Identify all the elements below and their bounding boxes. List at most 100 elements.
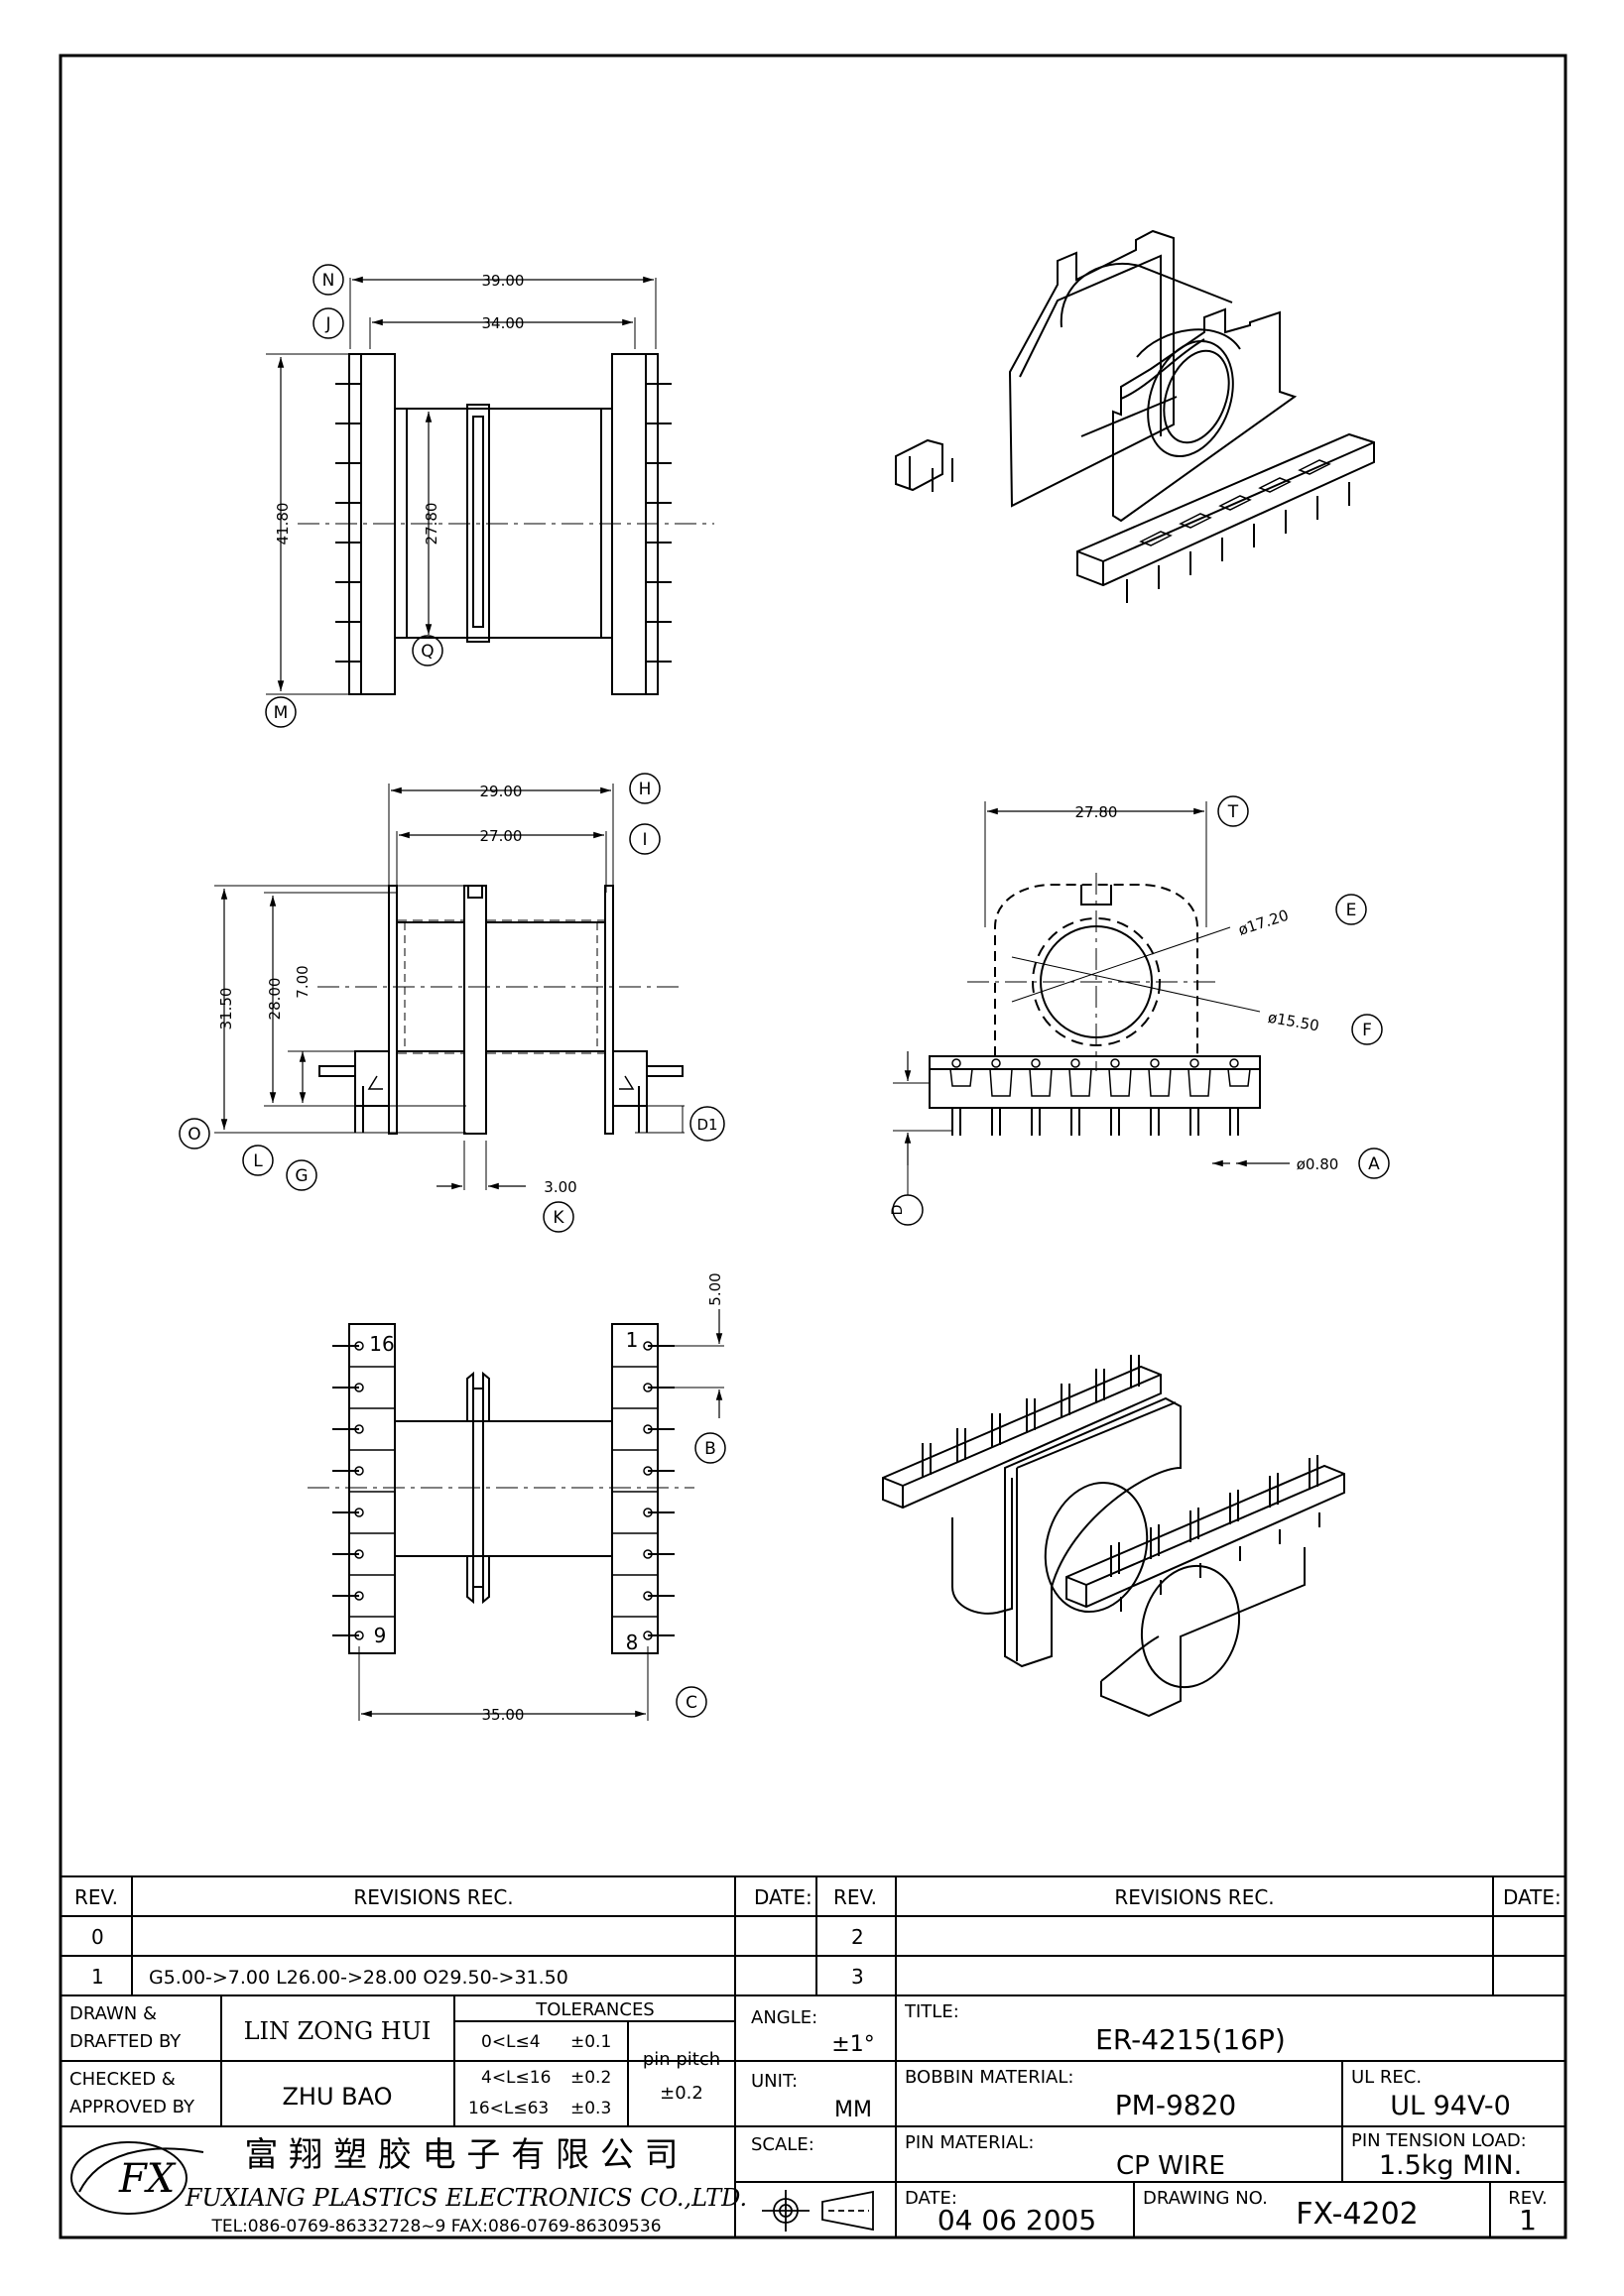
date-value: 04 06 2005 [937, 2204, 1096, 2236]
callouts-side-view: H I O L G K D1 [179, 773, 725, 1233]
rev-header-left: REV. [74, 1885, 118, 1909]
bottom-view-labels: 16 1 9 8 5.00 35.00 [369, 1272, 724, 1724]
pin-pitch-value: ±0.2 [660, 2083, 703, 2104]
company-contact: TEL:086-0769-86332728~9 FAX:086-0769-863… [210, 2217, 661, 2236]
callout-o: O [187, 1125, 200, 1145]
drawn-label-1: DRAWN & [69, 2003, 157, 2024]
dim-28: 28.00 [266, 978, 284, 1021]
top-view [266, 276, 714, 695]
company-name-cn: 富 翔 塑 胶 电 子 有 限 公 司 [244, 2135, 678, 2175]
bobbin-material-value: PM-9820 [1115, 2089, 1236, 2121]
callout-d: D [890, 1205, 906, 1216]
pin-tension-value: 1.5kg MIN. [1379, 2150, 1522, 2181]
callouts-top-view: N J M Q [265, 264, 443, 728]
pin-1-label: 1 [626, 1328, 639, 1352]
unit-value: MM [834, 2098, 872, 2122]
angle-label: ANGLE: [751, 2007, 817, 2028]
tolerances-label: TOLERANCES [535, 1999, 655, 2020]
tol-value-3: ±0.3 [570, 2099, 611, 2118]
callout-k: K [553, 1208, 564, 1228]
front-view [893, 801, 1290, 1195]
dim-35: 35.00 [482, 1706, 525, 1724]
isometric-view-top [895, 229, 1375, 603]
callouts-front-view: T E F A D [890, 795, 1390, 1226]
pin-pitch-label: pin pitch [643, 2049, 720, 2070]
pin-16-label: 16 [369, 1332, 394, 1356]
dim-27-80: 27.80 [423, 503, 440, 545]
bottom-view [308, 1309, 724, 1721]
top-view-labels: 39.00 34.00 41.80 27.80 [274, 272, 524, 544]
scale-label: SCALE: [751, 2134, 814, 2155]
drawing-no-label: DRAWING NO. [1143, 2188, 1268, 2209]
unit-label: UNIT: [751, 2071, 798, 2092]
callout-t: T [1227, 802, 1239, 822]
rev-row-2: 2 [851, 1925, 864, 1949]
ul-rec-value: UL 94V-0 [1390, 2091, 1511, 2121]
tol-value-1: ±0.1 [570, 2032, 611, 2052]
dim-39: 39.00 [482, 272, 525, 290]
revisions-header-left: REVISIONS REC. [353, 1885, 513, 1909]
dim-27: 27.00 [480, 827, 523, 845]
dim-d0-80: ø0.80 [1297, 1155, 1339, 1173]
callout-g: G [295, 1166, 308, 1186]
dim-d15-50: ø15.50 [1267, 1009, 1320, 1035]
side-view-labels: 29.00 27.00 31.50 28.00 7.00 3.00 [217, 783, 577, 1196]
dim-41-80: 41.80 [274, 503, 292, 545]
callout-a: A [1368, 1154, 1380, 1174]
title-value: ER-4215(16P) [1095, 2023, 1286, 2056]
ul-rec-label: UL REC. [1351, 2067, 1422, 2088]
tol-range-1: 0<L≤4 [481, 2032, 541, 2052]
projection-symbol [762, 2190, 874, 2232]
pin-8-label: 8 [626, 1631, 639, 1654]
callout-b: B [704, 1439, 716, 1459]
pin-material-label: PIN MATERIAL: [905, 2132, 1034, 2153]
company-logo: FX [70, 2141, 204, 2215]
callout-d1: D1 [696, 1116, 717, 1134]
callout-i: I [642, 830, 647, 850]
callout-n: N [322, 271, 335, 291]
callout-m: M [274, 703, 289, 723]
tol-range-2: 4<L≤16 [481, 2068, 551, 2088]
rev-row-0: 0 [91, 1925, 104, 1949]
callout-h: H [639, 780, 652, 799]
title-block-grid [61, 1875, 1565, 2237]
callouts-bottom-view: B C [676, 1432, 726, 1718]
side-view [214, 784, 685, 1190]
callout-c: C [686, 1693, 697, 1713]
rev-label: REV. [1508, 2188, 1548, 2209]
pin-material-value: CP WIRE [1116, 2151, 1225, 2181]
pin-tension-label: PIN TENSION LOAD: [1351, 2130, 1527, 2151]
company-name-en: FUXIANG PLASTICS ELECTRONICS CO.,LTD. [185, 2184, 747, 2212]
rev-row-1-text: G5.00->7.00 L26.00->28.00 O29.50->31.50 [149, 1967, 568, 1989]
dim-34: 34.00 [482, 314, 525, 332]
title-label: TITLE: [904, 2001, 959, 2022]
drawing-no-value: FX-4202 [1296, 2197, 1419, 2232]
dim-3: 3.00 [544, 1178, 576, 1196]
tol-range-3: 16<L≤63 [468, 2099, 549, 2118]
dim-7: 7.00 [294, 965, 312, 998]
date-header-right: DATE: [1503, 1885, 1562, 1909]
sheet-border [59, 54, 1567, 2239]
drawn-by-value: LIN ZONG HUI [244, 2017, 432, 2045]
callout-q: Q [421, 642, 434, 662]
rev-header-right: REV. [833, 1885, 877, 1909]
checked-label-2: APPROVED BY [69, 2097, 195, 2117]
angle-value: ±1° [831, 2032, 874, 2057]
callout-e: E [1346, 901, 1357, 920]
rev-value: 1 [1519, 2204, 1537, 2236]
date-header-left: DATE: [754, 1885, 812, 1909]
date-label: DATE: [905, 2188, 957, 2209]
title-block-text: REV. REVISIONS REC. DATE: REV. REVISIONS… [69, 1885, 1562, 2236]
dim-5: 5.00 [706, 1272, 724, 1305]
bobbin-material-label: BOBBIN MATERIAL: [905, 2067, 1073, 2088]
callout-f: F [1362, 1021, 1372, 1040]
callout-l: L [253, 1151, 263, 1171]
logo-text: FX [118, 2156, 177, 2202]
drawn-label-2: DRAFTED BY [69, 2031, 182, 2052]
dim-front-27-80: 27.80 [1075, 803, 1118, 821]
pin-9-label: 9 [374, 1624, 387, 1647]
checked-label-1: CHECKED & [69, 2069, 176, 2090]
isometric-view-bottom [882, 1355, 1345, 1718]
dim-31-50: 31.50 [217, 988, 235, 1030]
